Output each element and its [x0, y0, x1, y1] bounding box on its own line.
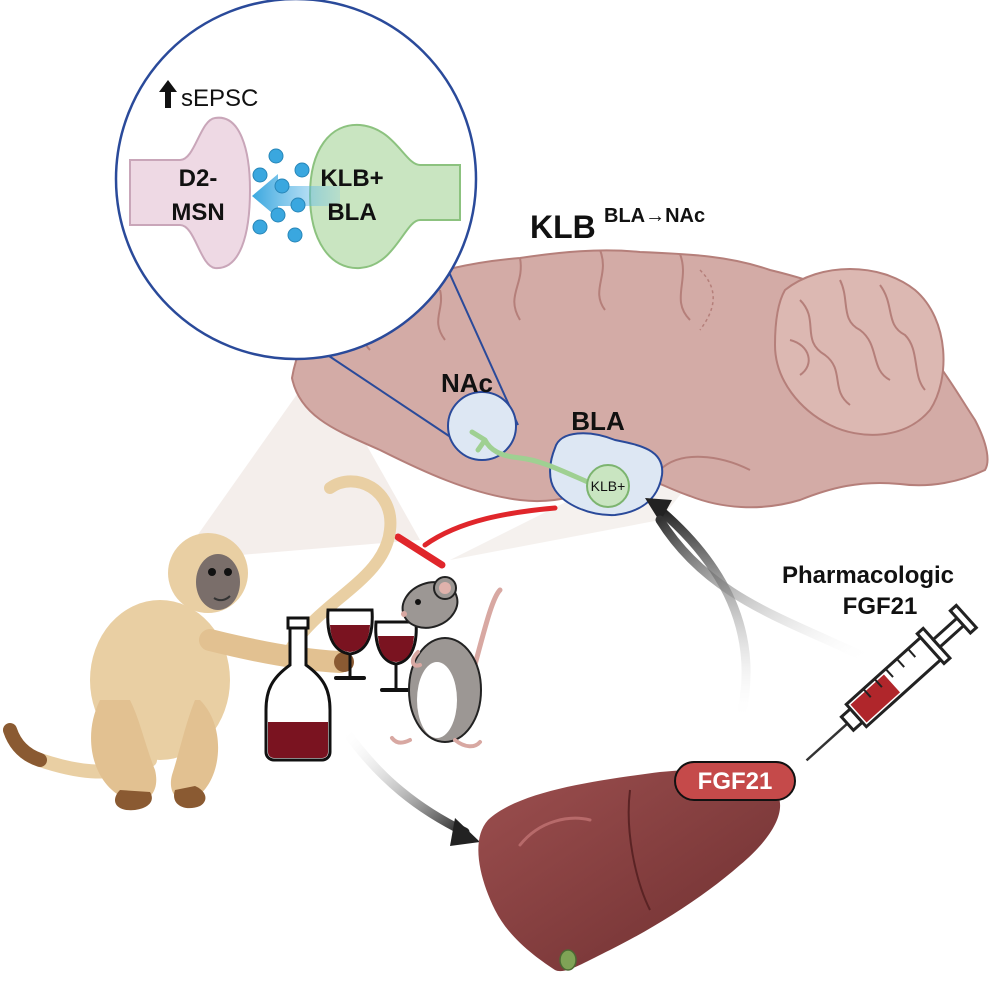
klb-bla-label-2: BLA: [327, 199, 376, 226]
nac-label: NAc: [441, 368, 493, 398]
klb-title: KLB BLA→NAc: [530, 205, 705, 245]
d2-msn-terminal: [129, 116, 252, 270]
synapse-icon: D2- MSN KLB+ BLA sEPSC: [114, 0, 478, 361]
wine-bottle-icon: [264, 616, 332, 762]
syringe-icon: [805, 603, 979, 762]
klb-bla-label-1: KLB+: [320, 165, 383, 192]
sepsc-label: sEPSC: [181, 85, 258, 112]
zoom-bubble: [114, 0, 478, 361]
nac-region: [447, 391, 517, 461]
syringe-to-bla-arrow: [655, 515, 875, 665]
fgf21-text-label: FGF21: [843, 593, 918, 620]
d2-msn-label-1: D2-: [179, 165, 218, 192]
klb-projection: [469, 429, 593, 486]
drinks-to-liver-arrowhead: [450, 818, 480, 846]
klb-title-main: KLB: [530, 209, 596, 245]
wine-glass-icon-2: [374, 620, 418, 692]
liver-to-bla-arrowhead: [645, 498, 672, 522]
projection-cone: [180, 380, 420, 560]
rat-icon: [390, 576, 503, 749]
liver-to-bla-arrow: [655, 505, 751, 725]
cerebellum: [773, 268, 945, 436]
drinks-to-liver-arrow: [340, 725, 470, 837]
pharmacologic-label: Pharmacologic: [782, 562, 954, 589]
bla-label: BLA: [571, 406, 625, 436]
klb-neuron: [586, 464, 630, 508]
wine-glass-icon: [326, 608, 374, 680]
d2-msn-label-2: MSN: [171, 199, 224, 226]
monkey-icon: [3, 475, 397, 811]
liver-icon: [478, 769, 781, 972]
fgf21-badge: FGF21: [674, 761, 796, 801]
up-arrow-icon: [159, 80, 177, 108]
klb-plus-label: KLB+: [591, 478, 626, 494]
release-arrow: [252, 174, 340, 218]
vesicles: [252, 148, 310, 243]
klb-title-super: BLA→NAc: [604, 205, 705, 227]
fgf21-badge-label: FGF21: [698, 768, 773, 795]
inhibition-icon: [394, 505, 558, 569]
